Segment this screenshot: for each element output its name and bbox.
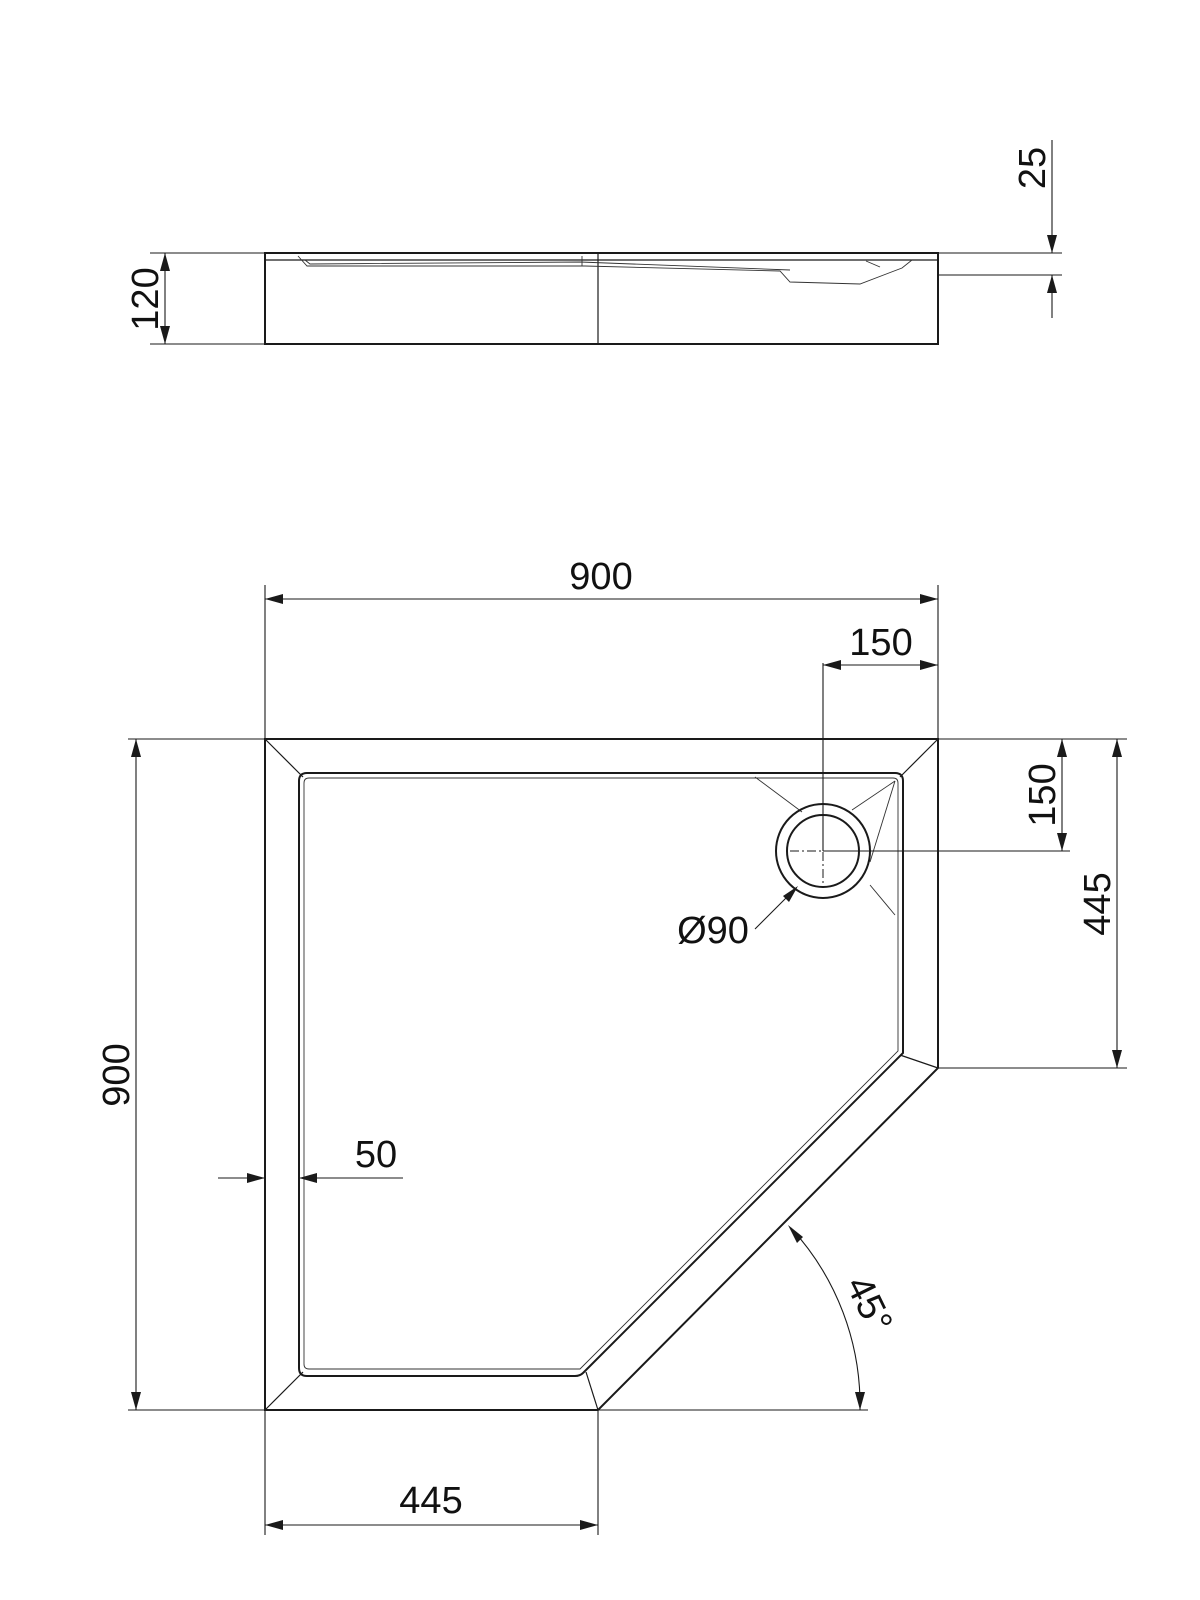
bevel-top-left: [264, 738, 304, 778]
dim-150v-arrow-top: [1057, 739, 1067, 757]
dim-50-label: 50: [355, 1134, 397, 1176]
dim-25-arrow-top: [1047, 235, 1057, 253]
drain-slope-3: [869, 780, 896, 863]
dim-25-arrow-bottom: [1047, 275, 1057, 293]
dim-445r-arrow-bottom: [1112, 1050, 1122, 1068]
dim-120-label: 120: [125, 267, 167, 330]
dim-900w-arrow-right: [920, 594, 938, 604]
tray-outline: [264, 738, 939, 1411]
dim-150h-arrow-left: [823, 660, 841, 670]
dim-900w-arrow-left: [265, 594, 283, 604]
dim-150v-label: 150: [1022, 763, 1064, 826]
dim-445b-arrow-left: [265, 1520, 283, 1530]
dim-angle-arrow-bottom: [855, 1392, 865, 1410]
dim-445b-arrow-right: [580, 1520, 598, 1530]
side-drain-edge: [865, 260, 881, 268]
side-floor-profile-2: [304, 259, 791, 271]
dim-25-label: 25: [1012, 147, 1054, 189]
dim-50-arrow-left: [247, 1173, 265, 1183]
drain-slope-4: [869, 884, 896, 916]
dim-900h-label: 900: [96, 1043, 138, 1106]
dim-445b-label: 445: [399, 1480, 462, 1522]
drain-slope-2: [851, 780, 896, 811]
dim-150h-label: 150: [849, 622, 912, 664]
dim-445r-arrow-top: [1112, 739, 1122, 757]
dim-900h-arrow-bottom: [131, 1392, 141, 1410]
dim-angle-arrow-top: [788, 1225, 803, 1243]
side-view: 120 25: [125, 140, 1062, 345]
drain-slope-1: [754, 776, 803, 813]
dim-150h-arrow-right: [920, 660, 938, 670]
side-body: [264, 252, 939, 345]
dim-50-arrow-right: [299, 1173, 317, 1183]
dim-445r-label: 445: [1077, 872, 1119, 935]
dim-angle-arc: [790, 1227, 861, 1411]
dim-900h-arrow-top: [131, 739, 141, 757]
bevel-bottom-left: [264, 1371, 304, 1411]
dim-dia-label: Ø90: [677, 910, 749, 952]
dim-dia-arrow: [783, 886, 798, 902]
basin-outline: [298, 772, 904, 1377]
dim-900w-label: 900: [569, 556, 632, 598]
side-floor-profile: [297, 255, 913, 285]
dim-120-arrow-bottom: [160, 326, 170, 344]
bevel-right-corner: [899, 1054, 939, 1069]
dim-angle-label: 45°: [837, 1270, 900, 1340]
plan-view: 900 150 150 445 900 50: [96, 556, 1127, 1535]
bevel-top-right: [899, 738, 939, 778]
dim-150v-arrow-bottom: [1057, 833, 1067, 851]
basin-inner-edge: [303, 777, 899, 1370]
bevel-bottom-corner: [585, 1371, 599, 1411]
dim-120-arrow-top: [160, 253, 170, 271]
